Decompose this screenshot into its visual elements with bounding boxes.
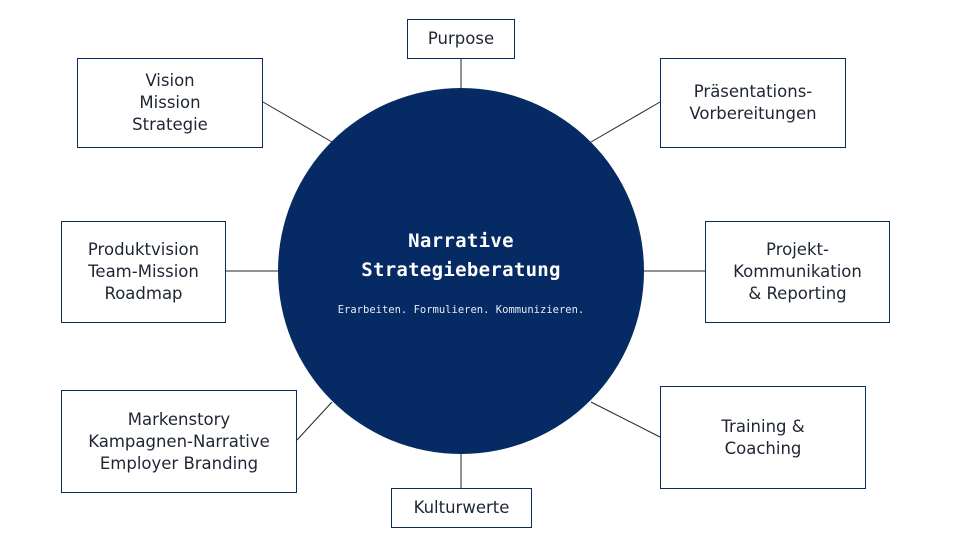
node-training-line-2: Coaching <box>724 438 802 458</box>
node-produkt-line-1: Produktvision <box>87 240 200 259</box>
hub-title-line-2: Strategieberatung <box>361 259 561 281</box>
node-vision-mission-strategie: Vision Mission Strategie <box>77 58 263 148</box>
connector-marken <box>296 401 333 441</box>
node-training-line-1: Training & <box>721 416 805 436</box>
node-praesentation-line-2: Vorbereitungen <box>689 104 817 123</box>
node-praesentation-line-1: Präsentations- <box>693 82 813 101</box>
node-purpose-line: Purpose <box>427 29 495 48</box>
node-vision-line-1: Vision <box>145 71 195 90</box>
node-produktvision: Produktvision Team-Mission Roadmap <box>61 221 226 323</box>
node-produkt-line-2: Team-Mission <box>88 262 199 281</box>
connector-praesentation <box>590 101 661 143</box>
central-hub-circle: Narrative Strategieberatung Erarbeiten. … <box>278 88 644 454</box>
connector-vision <box>262 101 333 143</box>
node-produkt-line-3: Roadmap <box>104 284 183 303</box>
node-projekt-kommunikation: Projekt- Kommunikation & Reporting <box>705 221 890 323</box>
node-projekt-line-2: Kommunikation <box>733 262 862 281</box>
node-marken-line-3: Employer Branding <box>99 453 259 473</box>
node-training-coaching: Training & Coaching <box>660 386 866 489</box>
node-projekt-line-1: Projekt- <box>766 240 829 259</box>
node-kultur-line: Kulturwerte <box>413 498 510 517</box>
node-kulturwerte: Kulturwerte <box>391 488 532 528</box>
node-praesentationsvorbereitungen: Präsentations- Vorbereitungen <box>660 58 846 148</box>
hub-title: Narrative Strategieberatung <box>278 227 644 285</box>
node-vision-line-3: Strategie <box>132 115 208 134</box>
node-vision-line-2: Mission <box>139 93 201 112</box>
node-markenstory: Markenstory Kampagnen-Narrative Employer… <box>61 390 297 493</box>
node-marken-line-2: Kampagnen-Narrative <box>88 431 270 451</box>
connector-training <box>590 401 661 438</box>
hub-title-line-1: Narrative <box>408 230 514 252</box>
node-projekt-line-3: & Reporting <box>748 284 847 303</box>
node-purpose: Purpose <box>407 19 515 59</box>
hub-subtitle: Erarbeiten. Formulieren. Kommunizieren. <box>337 304 585 316</box>
node-marken-line-1: Markenstory <box>127 409 231 429</box>
